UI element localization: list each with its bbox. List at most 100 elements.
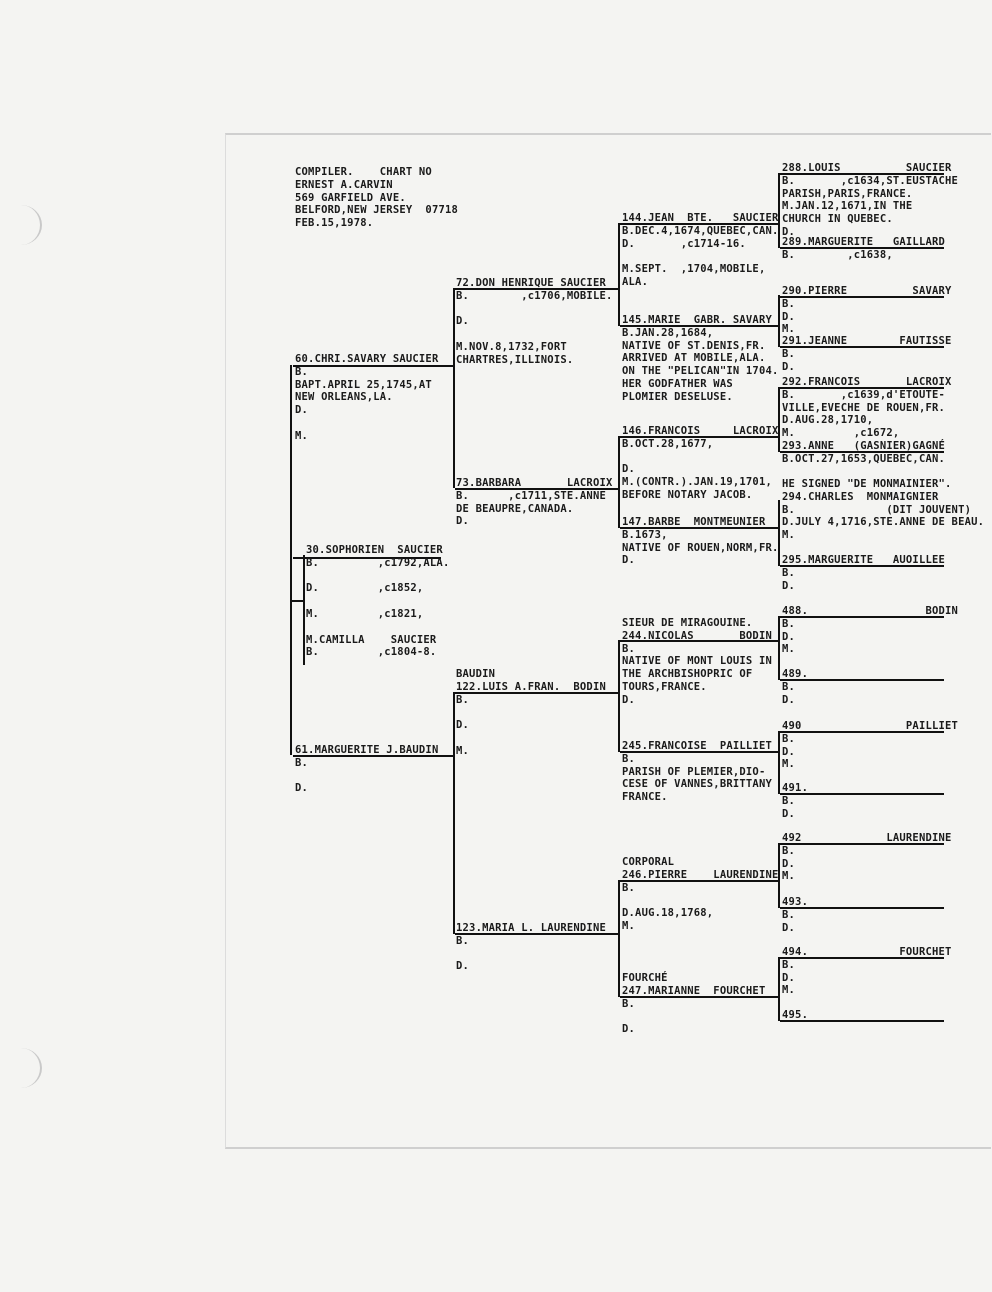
text-line: M.: [456, 744, 470, 757]
text-line: B. ,c1711,STE.ANNE: [456, 489, 606, 502]
text-line: M.: [782, 984, 796, 997]
text-line: 147.BARBE MONTMEUNIER: [622, 516, 766, 528]
text-line: 145.MARIE GABR. SAVARY: [622, 314, 772, 326]
bracket-147: [778, 500, 780, 566]
text-line: BEFORE NOTARY JACOB.: [622, 488, 753, 501]
text-line: 494. FOURCHET: [782, 946, 952, 958]
text-line: 246.PIERRE LAURENDINE: [622, 868, 779, 881]
text-line: M.NOV.8,1732,FORT: [456, 340, 567, 353]
link-60: [438, 365, 454, 367]
bracket-245: [778, 731, 780, 794]
text-line: ON THE "PELICAN"IN 1704.: [622, 365, 779, 378]
person-491: 491.B.D.: [782, 782, 808, 820]
text-line: M.: [295, 429, 309, 442]
text-line: D.: [456, 315, 470, 328]
text-line: B. ,c1792,ALA.: [306, 556, 450, 569]
text-line: B.: [782, 347, 796, 360]
text-line: 490 PAILLIET: [782, 720, 959, 732]
link-123: [604, 933, 619, 935]
text-line: VILLE,EVECHE DE ROUEN,FR.: [782, 401, 946, 414]
text-line: D.AUG.28,1710,: [782, 414, 874, 427]
text-line: 245.FRANCOISE PAILLIET: [622, 740, 772, 752]
line-30: [293, 557, 441, 559]
text-line: 488. BODIN: [782, 605, 959, 617]
bracket-73: [618, 436, 620, 528]
text-line: D.: [456, 515, 470, 528]
line-146: [620, 436, 770, 438]
text-line: D.: [782, 921, 796, 934]
text-line: FRANCE.: [622, 791, 668, 804]
bracket-30-inner: [303, 555, 305, 665]
text-line: B.: [782, 908, 796, 921]
text-line: 72.DON HENRIQUE SAUCIER: [456, 277, 606, 289]
text-line: B.: [782, 617, 796, 630]
link-73: [604, 488, 619, 490]
text-line: NATIVE OF ROUEN,NORM,FR.: [622, 541, 779, 554]
bracket-72: [618, 223, 620, 326]
text-line: B.: [782, 297, 796, 310]
text-line: M.: [782, 323, 796, 336]
text-line: 295.MARGUERITE AUOILLEE: [782, 554, 946, 566]
line-295: [780, 565, 944, 567]
text-line: [622, 1010, 765, 1023]
text-line: NATIVE OF MONT LOUIS IN: [622, 655, 772, 668]
text-line: B.: [622, 642, 636, 655]
line-494: [780, 957, 944, 959]
line-245: [620, 751, 770, 753]
text-line: 290.PIERRE SAVARY: [782, 285, 952, 297]
text-line: 244.NICOLAS BODIN: [622, 629, 772, 642]
text-line: 289.MARGUERITE GAILLARD: [782, 236, 946, 248]
text-line: CORPORAL: [622, 856, 675, 868]
text-line: PARISH,PARIS,FRANCE.: [782, 187, 913, 200]
text-line: B. (DIT JOUVENT): [782, 503, 972, 516]
link-244: [768, 640, 779, 642]
person-489: 489.B.D.: [782, 668, 808, 706]
text-line: B.: [782, 794, 796, 807]
link-245: [768, 751, 779, 753]
text-line: B.: [456, 934, 470, 947]
text-line: M.: [622, 919, 636, 932]
text-line: [456, 732, 606, 745]
line-72: [455, 288, 605, 290]
link-144: [768, 223, 779, 225]
text-line: COMPILER. CHART NO: [295, 166, 432, 178]
text-line: 247.MARIANNE FOURCHET: [622, 984, 766, 997]
text-line: HER GODFATHER WAS: [622, 377, 733, 390]
text-line: B. ,c1706,MOBILE.: [456, 289, 613, 302]
bracket-247: [778, 957, 780, 1021]
text-line: D.: [782, 310, 796, 323]
punch-hole-bottom: [0, 1048, 42, 1088]
bracket-30: [290, 365, 292, 755]
text-line: [456, 706, 606, 719]
text-line: B.DEC.4,1674,QUEBEC,CAN.: [622, 224, 779, 237]
text-line: 73.BARBARA LACROIX: [456, 477, 613, 489]
text-line: 492 LAURENDINE: [782, 832, 952, 844]
line-244: [620, 640, 770, 642]
text-line: B.: [622, 881, 636, 894]
text-line: 491.: [782, 782, 809, 794]
text-line: 30.SOPHORIEN SAUCIER: [306, 544, 443, 556]
text-line: B.OCT.28,1677,: [622, 437, 714, 450]
line-291: [780, 346, 944, 348]
bracket-61: [453, 692, 455, 934]
text-line: 294.CHARLES MONMAIGNIER: [782, 490, 939, 503]
text-line: D. ,c1852,: [306, 582, 424, 595]
text-line: 495.: [782, 1009, 809, 1021]
link-246: [768, 880, 779, 882]
line-123: [455, 933, 605, 935]
text-line: M. ,c1672,: [782, 427, 900, 440]
line-293: [780, 451, 944, 453]
